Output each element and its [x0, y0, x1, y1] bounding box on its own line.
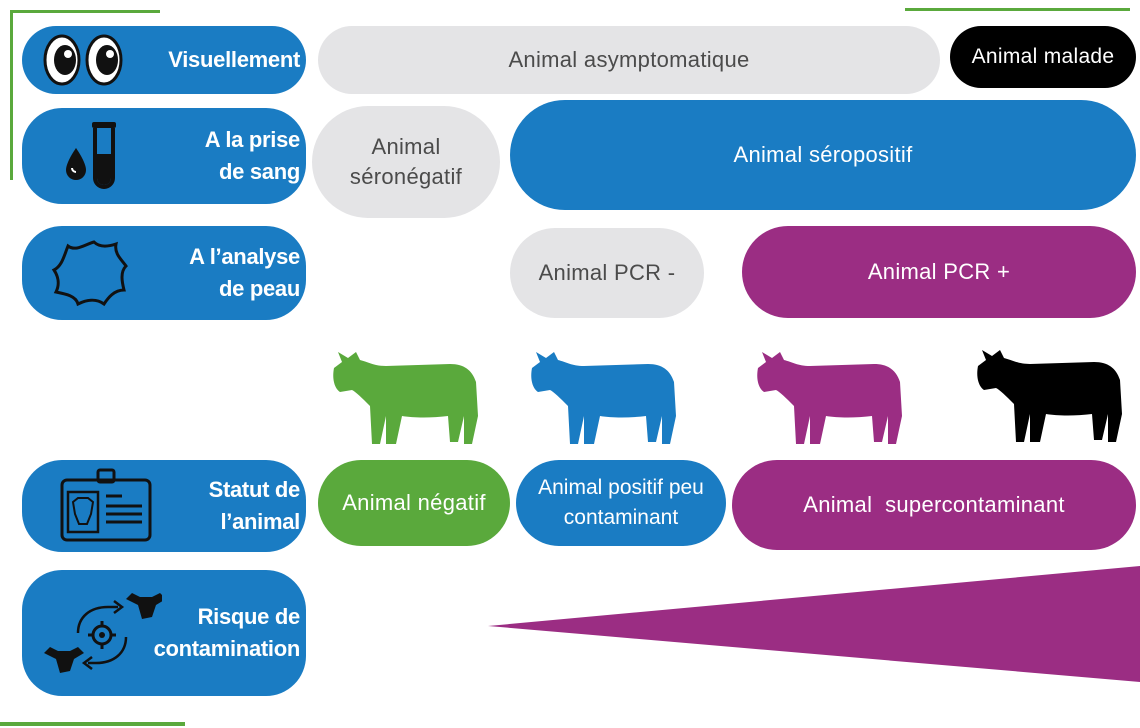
pill-animal-supercontaminant: Animal supercontaminant — [732, 460, 1136, 550]
eyes-icon — [42, 32, 126, 88]
pill-asymptomatic: Animal asymptomatique — [318, 26, 940, 94]
pill-seropositive: Animal séropositif — [510, 100, 1136, 210]
row-label-risk: Risque de contamination — [153, 604, 301, 661]
row-blood: A la prise de sang — [22, 108, 306, 204]
contamination-cycle-icon — [42, 583, 162, 683]
pill-seronegative: Animal séronégatif — [312, 106, 500, 218]
pill-pcr-positive: Animal PCR + — [742, 226, 1136, 318]
accent-line-bottom — [0, 722, 185, 726]
row-label-status: Statut de l’animal — [208, 477, 301, 534]
row-skin: A l’analyse de peau — [22, 226, 306, 320]
pill-animal-low-positive: Animal positif peu contaminant — [516, 460, 726, 546]
purple-cow-icon — [754, 346, 904, 446]
blue-cow-icon — [528, 346, 678, 446]
animal-id-card-icon — [58, 468, 154, 544]
row-risk: Risque de contamination — [22, 570, 306, 696]
accent-line-left — [10, 10, 13, 180]
row-label-blood: A la prise de sang — [204, 127, 301, 184]
accent-line-top-right — [905, 8, 1130, 11]
black-cow-icon — [974, 344, 1124, 444]
pill-pcr-negative: Animal PCR - — [510, 228, 704, 318]
row-status: Statut de l’animal — [22, 460, 306, 552]
accent-line-top-left — [10, 10, 160, 13]
skin-hide-icon — [50, 238, 130, 308]
green-cow-icon — [330, 346, 480, 446]
risk-increasing-wedge — [488, 566, 1140, 682]
blood-test-tube-icon — [62, 120, 122, 192]
row-label-skin: A l’analyse de peau — [189, 244, 300, 301]
row-visually: Visuellement — [22, 26, 306, 94]
pill-sick: Animal malade — [950, 26, 1136, 88]
pill-animal-negative: Animal négatif — [318, 460, 510, 546]
row-label-visually: Visuellement — [168, 47, 300, 72]
